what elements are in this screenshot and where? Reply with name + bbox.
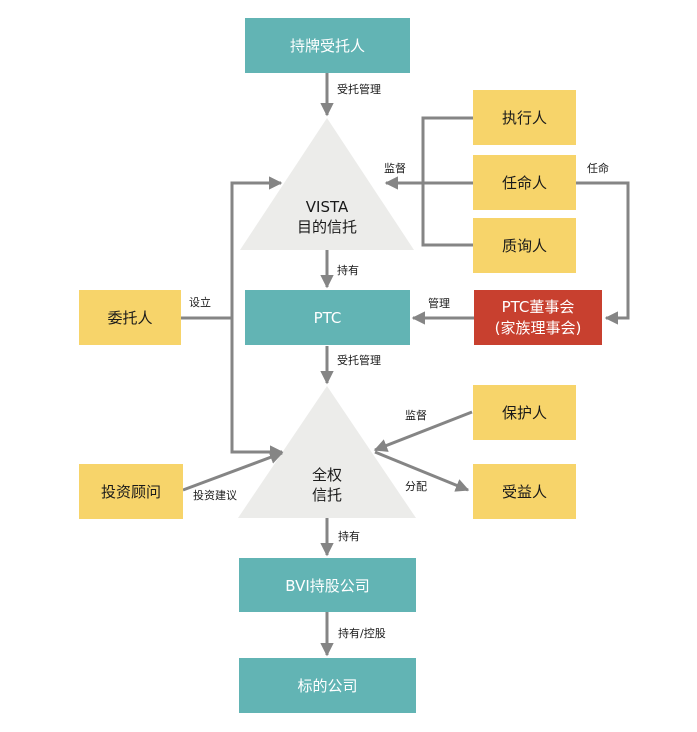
ptc-board-node: PTC董事会 (家族理事会) (474, 290, 602, 345)
beneficiary-label: 受益人 (501, 483, 547, 501)
edge-label-trust-holds: 持有 (338, 530, 360, 543)
settlor-label: 委托人 (107, 309, 153, 327)
target-company-label: 标的公司 (297, 677, 358, 695)
protector-label: 保护人 (501, 404, 547, 422)
inquirer-node: 质询人 (473, 218, 576, 273)
appointer-label: 任命人 (501, 174, 547, 192)
vista-trust-label-line1: VISTA (305, 198, 349, 216)
vista-trust-label-line2: 目的信托 (296, 218, 357, 236)
vista-trust-triangle (240, 118, 414, 250)
ptc-board-label-line1: PTC董事会 (501, 297, 575, 316)
licensed-trustee-label: 持牌受托人 (289, 37, 365, 55)
discretionary-trust-label-line1: 全权 (311, 466, 342, 484)
beneficiary-node: 受益人 (473, 464, 576, 519)
edge-label-ptc-trustee-manage: 受托管理 (337, 354, 381, 367)
executor-node: 执行人 (473, 90, 576, 145)
discretionary-trust-label: 全权 信托 (277, 465, 377, 505)
edge-label-supervise-trust: 监督 (405, 409, 427, 422)
edge-label-appoint: 任命 (587, 162, 609, 175)
settlor-node: 委托人 (79, 290, 181, 345)
bvi-holding-label: BVI持股公司 (285, 576, 370, 595)
edge-label-hold-control: 持有/控股 (338, 627, 386, 640)
ptc-label: PTC (313, 308, 342, 327)
ptc-node: PTC (245, 290, 410, 345)
investment-advisor-label: 投资顾问 (100, 483, 161, 501)
discretionary-trust-label-line2: 信托 (311, 486, 342, 504)
edge-investment-advice (182, 450, 284, 492)
protector-node: 保护人 (473, 385, 576, 440)
edge-label-manage: 管理 (428, 297, 450, 310)
vista-trust-label: VISTA 目的信托 (277, 197, 377, 237)
inquirer-label: 质询人 (501, 237, 547, 255)
appointer-node: 任命人 (473, 155, 576, 210)
edge-appoint (576, 181, 630, 325)
investment-advisor-node: 投资顾问 (79, 464, 183, 519)
bvi-holding-node: BVI持股公司 (239, 558, 416, 612)
edge-label-investment-advice: 投资建议 (193, 489, 237, 502)
ptc-board-label-line2: (家族理事会) (494, 318, 582, 337)
edge-label-establish: 设立 (189, 296, 211, 309)
licensed-trustee-node: 持牌受托人 (245, 18, 410, 73)
edge-distribute (374, 450, 470, 492)
edge-label-distribute: 分配 (405, 480, 427, 493)
edge-label-trustee-to-vista: 受托管理 (337, 83, 381, 96)
edge-label-vista-holds: 持有 (337, 264, 359, 277)
edge-supervise-trust (373, 410, 473, 452)
target-company-node: 标的公司 (239, 658, 416, 713)
discretionary-trust-triangle (238, 386, 416, 518)
edge-settlor-to-trust (230, 318, 284, 459)
executor-label: 执行人 (501, 109, 547, 127)
edge-label-supervise-vista: 监督 (384, 162, 406, 175)
